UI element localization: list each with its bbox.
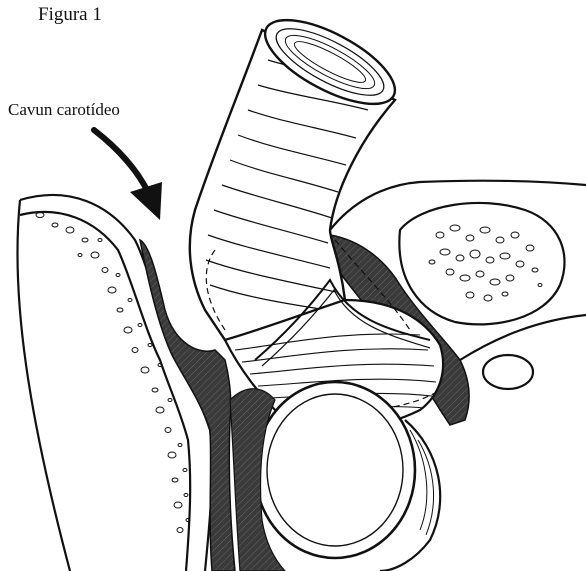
bone-wall — [17, 195, 212, 571]
curved-arrow-icon — [94, 130, 162, 220]
trabecular-bone-left — [36, 213, 190, 533]
clinoid-process — [399, 203, 564, 324]
foramen — [483, 355, 533, 389]
